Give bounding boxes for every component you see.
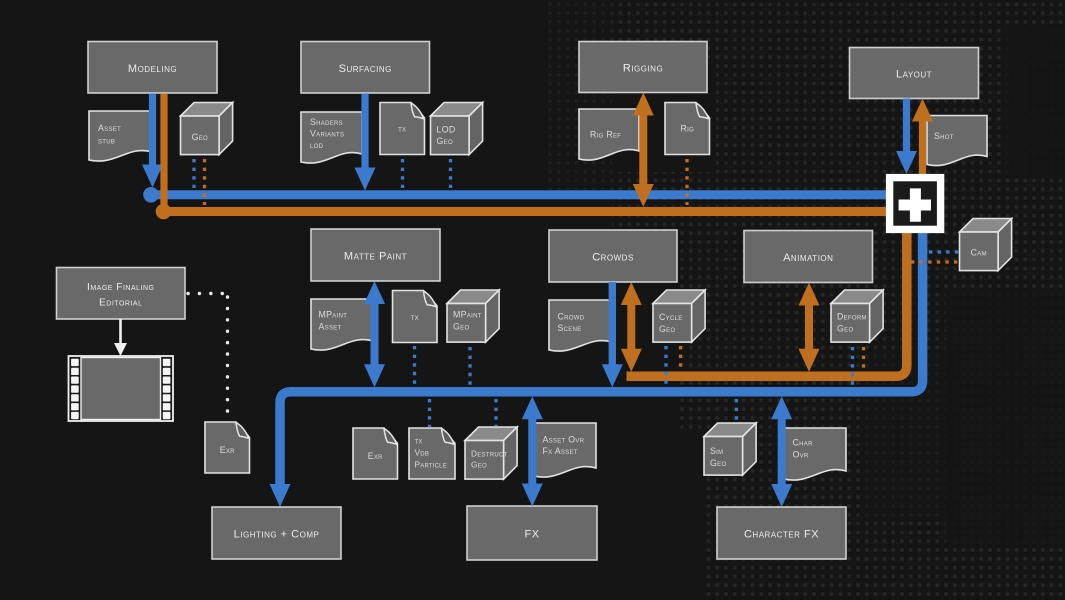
svg-text:Scene: Scene xyxy=(558,323,582,333)
svg-text:Fx Asset: Fx Asset xyxy=(543,446,578,456)
svg-text:Exr: Exr xyxy=(368,451,383,461)
svg-text:Asset: Asset xyxy=(319,322,342,332)
svg-text:Crowd: Crowd xyxy=(558,312,585,322)
svg-text:Asset Ovr: Asset Ovr xyxy=(543,435,585,445)
svg-text:Cycle: Cycle xyxy=(659,312,683,322)
svg-text:stub: stub xyxy=(98,136,115,146)
svg-text:Variants: Variants xyxy=(310,129,344,139)
svg-text:Lighting + Comp: Lighting + Comp xyxy=(234,529,320,541)
svg-text:MPaint: MPaint xyxy=(453,310,482,320)
svg-text:Editorial: Editorial xyxy=(99,298,142,309)
svg-text:Shot: Shot xyxy=(934,131,954,141)
svg-text:Particle: Particle xyxy=(415,460,447,470)
svg-text:Asset: Asset xyxy=(98,123,121,133)
svg-text:Geo: Geo xyxy=(659,324,675,334)
svg-text:Destruct: Destruct xyxy=(471,450,508,459)
svg-text:Ovr: Ovr xyxy=(793,450,809,460)
svg-text:Image Finaling: Image Finaling xyxy=(87,282,155,293)
svg-text:Cam: Cam xyxy=(971,248,987,258)
svg-text:FX: FX xyxy=(524,529,539,541)
svg-text:Geo: Geo xyxy=(192,132,208,142)
svg-text:tx: tx xyxy=(415,436,423,446)
svg-text:Exr: Exr xyxy=(220,445,235,455)
svg-text:Surfacing: Surfacing xyxy=(339,63,392,75)
svg-text:Character FX: Character FX xyxy=(744,529,819,541)
svg-text:Layout: Layout xyxy=(896,69,932,81)
svg-text:Geo: Geo xyxy=(453,322,469,332)
svg-text:Rig Ref: Rig Ref xyxy=(590,130,621,140)
svg-text:Rigging: Rigging xyxy=(623,63,663,75)
svg-text:Shaders: Shaders xyxy=(310,117,343,127)
svg-text:tx: tx xyxy=(411,312,419,322)
svg-text:Char: Char xyxy=(793,438,814,448)
svg-text:Deform: Deform xyxy=(837,312,867,322)
svg-text:Vdb: Vdb xyxy=(415,448,430,458)
svg-text:lod: lod xyxy=(310,140,324,150)
svg-text:Geo: Geo xyxy=(837,324,853,334)
svg-text:Sim: Sim xyxy=(710,446,723,456)
svg-text:tx: tx xyxy=(398,124,406,134)
svg-text:Modeling: Modeling xyxy=(128,63,177,75)
svg-text:Matte Paint: Matte Paint xyxy=(344,251,407,263)
svg-text:Crowds: Crowds xyxy=(592,252,634,264)
svg-text:MPaint: MPaint xyxy=(319,310,348,320)
svg-text:Geo: Geo xyxy=(437,136,453,146)
svg-text:Rig: Rig xyxy=(680,124,694,134)
svg-text:Animation: Animation xyxy=(783,252,833,264)
svg-text:Geo: Geo xyxy=(471,461,487,470)
svg-text:LOD: LOD xyxy=(437,125,456,135)
svg-text:Geo: Geo xyxy=(710,458,726,468)
